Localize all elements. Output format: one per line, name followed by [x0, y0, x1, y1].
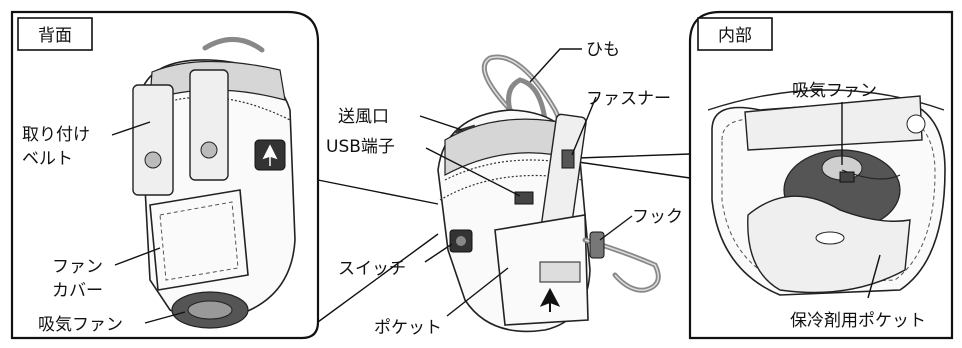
label-fan-cover-line2: カバー — [52, 281, 103, 301]
label-hook: フック — [632, 207, 683, 227]
label-air-outlet: 送風口 — [338, 107, 389, 127]
label-usb-port: USB端子 — [326, 137, 395, 157]
callout-connectors — [317, 153, 691, 323]
label-intake-fan-inside: 吸気ファン — [792, 81, 877, 101]
label-pocket: ポケット — [374, 318, 442, 338]
maple-leaf-icon — [262, 144, 278, 166]
inside-panel-title-box — [697, 17, 773, 51]
bag-back-illustration — [132, 37, 296, 329]
label-mounting-belt-line2: ベルト — [22, 149, 73, 169]
bag-inside-illustration — [707, 89, 946, 296]
label-fan-cover-line1: ファン — [52, 257, 103, 277]
label-zipper: ファスナー — [586, 89, 671, 109]
label-ice-pack-pocket: 保冷剤用ポケット — [790, 311, 926, 331]
usb-port-icon — [514, 191, 534, 205]
inside-view-panel: 内部 吸気ファン 保冷剤用ポケット — [688, 10, 954, 340]
back-view-panel: 背面 取り付け ベルト ファン カバー — [10, 10, 320, 340]
back-panel-title-box — [17, 17, 93, 51]
label-intake-fan-back: 吸気ファン — [38, 315, 123, 335]
maple-leaf-icon — [539, 287, 561, 312]
inside-panel-title: 内部 — [718, 26, 752, 46]
label-mounting-belt-line1: 取り付け — [22, 125, 90, 145]
hook-icon — [589, 231, 605, 259]
back-panel-title: 背面 — [38, 26, 72, 46]
label-string: ひも — [586, 40, 620, 60]
label-switch: スイッチ — [338, 259, 406, 279]
bag-front-illustration — [437, 54, 661, 333]
